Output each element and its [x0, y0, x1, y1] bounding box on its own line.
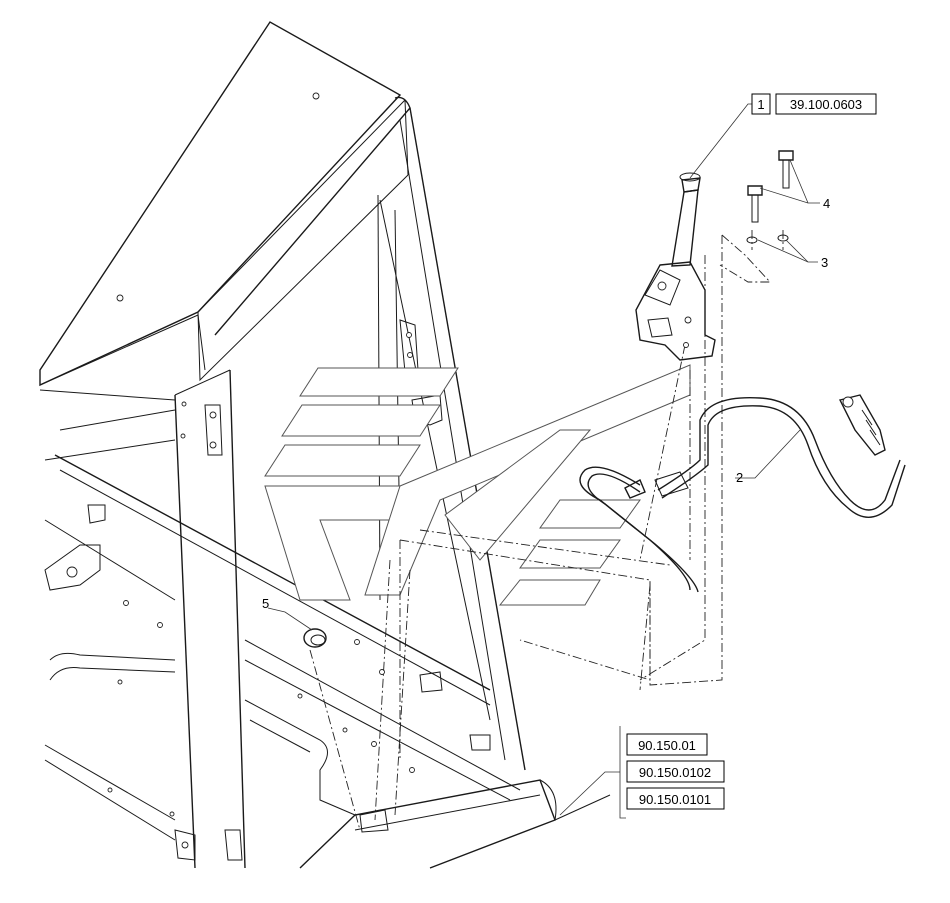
- cable-assembly: [579, 394, 906, 593]
- callout-3: 3: [821, 255, 828, 270]
- washers: [746, 234, 789, 244]
- cab-frame: [39, 21, 611, 869]
- ref-box-2[interactable]: [626, 760, 725, 783]
- ref-text-1[interactable]: 90.150.01: [638, 738, 696, 753]
- ref-box-1[interactable]: [626, 733, 708, 756]
- watermark-logo: [264, 364, 691, 606]
- ref-code-box[interactable]: [775, 93, 877, 115]
- ref-text-2[interactable]: 90.150.0102: [639, 765, 711, 780]
- callout-labels: 4 3 2 5: [262, 196, 830, 611]
- callout-box-1: [751, 93, 771, 115]
- ref-text-3[interactable]: 90.150.0101: [639, 792, 711, 807]
- ref-box-3[interactable]: [626, 787, 725, 810]
- reference-top: 1 39.100.0603: [751, 93, 877, 115]
- exploded-panel-lines: [309, 230, 784, 831]
- callout-2: 2: [736, 470, 743, 485]
- reference-group-bottom: 90.150.01 90.150.0102 90.150.0101: [626, 733, 725, 810]
- callout-4: 4: [823, 196, 830, 211]
- bolts: [747, 150, 794, 223]
- callout-1-label: 1: [757, 97, 764, 112]
- callout-5: 5: [262, 596, 269, 611]
- ref-code-text[interactable]: 39.100.0603: [790, 97, 862, 112]
- leader-lines: [267, 103, 820, 819]
- lever-assembly: [635, 172, 716, 361]
- grommet-plug: [303, 628, 327, 648]
